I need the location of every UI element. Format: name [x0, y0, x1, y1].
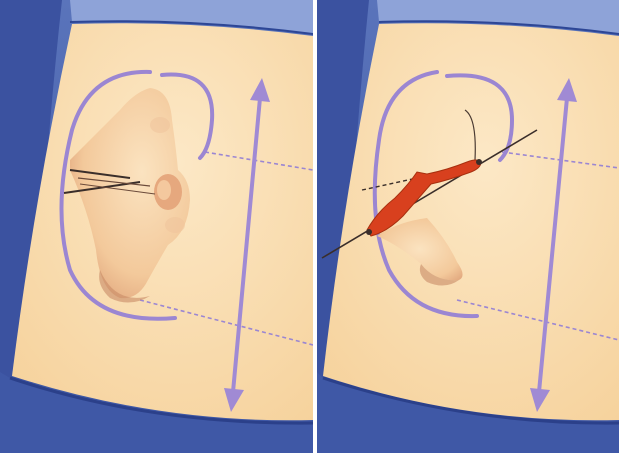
- panel-before-illustration: [0, 0, 313, 453]
- panel-after-illustration: [317, 0, 619, 453]
- suture-knot-lower: [366, 229, 372, 235]
- ear-highlight-2: [165, 217, 185, 233]
- suture-knot-upper: [476, 159, 482, 165]
- panel-before: [0, 0, 313, 453]
- ear-concha-highlight: [157, 180, 171, 200]
- panel-after: [317, 0, 619, 453]
- ear-highlight-1: [150, 117, 170, 133]
